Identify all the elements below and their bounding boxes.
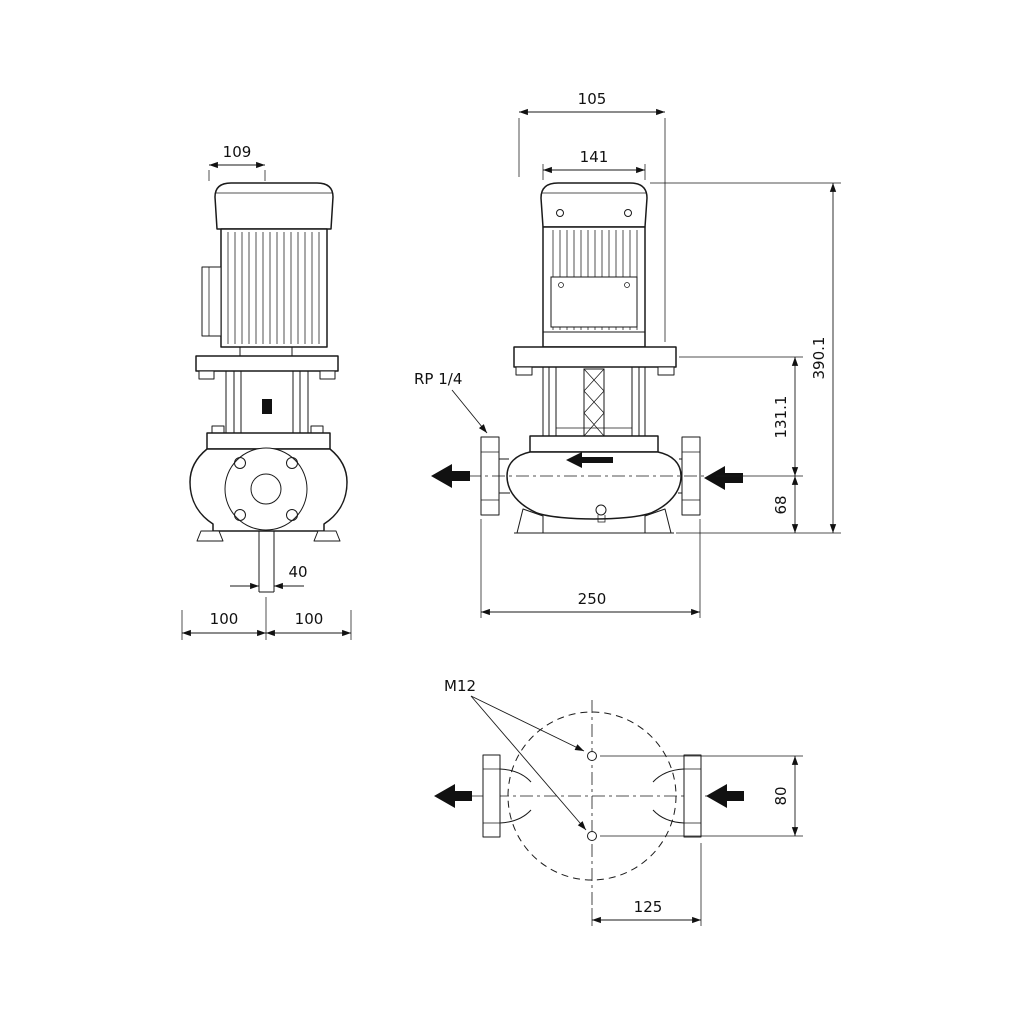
volute-front — [506, 451, 682, 520]
dim-label-80: 80 — [772, 786, 790, 805]
dim-40: 40 — [230, 563, 308, 590]
motor-cap-front — [540, 182, 648, 228]
motor-fins-side — [227, 232, 320, 344]
volute-flange-front — [529, 435, 659, 453]
label-rp14: RP 1/4 — [414, 370, 488, 434]
flow-arrow-outlet — [431, 464, 470, 488]
foot-left-side — [196, 530, 224, 542]
dim-105: 105 — [518, 90, 666, 342]
side-view: 109 40 100 100 — [181, 143, 352, 640]
dim-label-125: 125 — [634, 898, 663, 916]
flow-arrow-internal — [566, 452, 613, 468]
flange-bolt-hole — [286, 509, 298, 521]
dim-label-100-left: 100 — [210, 610, 239, 628]
front-view: RP 1/4 105 141 131.1 68 — [414, 90, 841, 618]
dim-label-250: 250 — [578, 590, 607, 608]
dim-label-109: 109 — [223, 143, 252, 161]
dim-label-105: 105 — [578, 90, 607, 108]
dim-390-1: 390.1 — [810, 183, 837, 533]
terminal-box — [201, 266, 222, 337]
cap-bolt — [556, 209, 564, 217]
dim-80: 80 — [600, 755, 803, 837]
flow-arrow-outlet-plan — [434, 784, 472, 808]
flange-bolt-hole — [286, 457, 298, 469]
motor-flange-front — [513, 346, 677, 368]
flow-arrow-inlet — [704, 466, 743, 490]
dim-250: 250 — [480, 519, 701, 618]
pump-head-side — [225, 371, 309, 433]
bolt-thread-label: M12 — [444, 677, 476, 695]
dim-125: 125 — [591, 843, 702, 926]
dim-141: 141 — [542, 148, 646, 180]
shaft-key — [262, 399, 272, 414]
flange-bolt-hole — [234, 457, 246, 469]
plan-flange-right — [683, 754, 702, 838]
pump-head-front — [542, 367, 646, 436]
shaft-hatch — [583, 368, 605, 437]
dim-109: 109 — [208, 143, 266, 181]
cap-bolt — [624, 209, 632, 217]
motor-cap-side — [214, 182, 334, 230]
dim-label-141: 141 — [580, 148, 609, 166]
flange-face — [224, 447, 308, 531]
dim-label-100-right: 100 — [295, 610, 324, 628]
leader-m12-top — [470, 695, 585, 752]
flange-bolt-hole — [234, 509, 246, 521]
extension-lines-right — [650, 182, 841, 534]
volute-flange-side — [206, 432, 331, 450]
m12-hole-top — [587, 751, 597, 761]
dim-label-40: 40 — [288, 563, 307, 581]
leader-m12-bottom — [470, 695, 587, 831]
dim-label-131-1: 131.1 — [772, 396, 790, 439]
plan-flange-left — [482, 754, 501, 838]
dim-100-100: 100 100 — [181, 597, 352, 640]
drain-plug — [595, 504, 607, 516]
dim-label-68: 68 — [772, 495, 790, 514]
dim-68: 68 — [772, 476, 799, 533]
flow-arrow-inlet-plan — [706, 784, 744, 808]
motor-body-side — [220, 228, 328, 348]
dim-label-390-1: 390.1 — [810, 337, 828, 380]
foot-right-side — [313, 530, 341, 542]
nameplate — [550, 276, 638, 328]
m12-hole-bottom — [587, 831, 597, 841]
dim-131-1: 131.1 — [772, 357, 799, 476]
bottom-port-side — [258, 531, 275, 593]
label-m12: M12 — [444, 677, 587, 831]
gauge-port-label: RP 1/4 — [414, 370, 462, 388]
leader-rp14 — [451, 389, 488, 434]
plan-view: M12 80 125 — [434, 677, 803, 926]
motor-flange-side — [195, 355, 339, 372]
